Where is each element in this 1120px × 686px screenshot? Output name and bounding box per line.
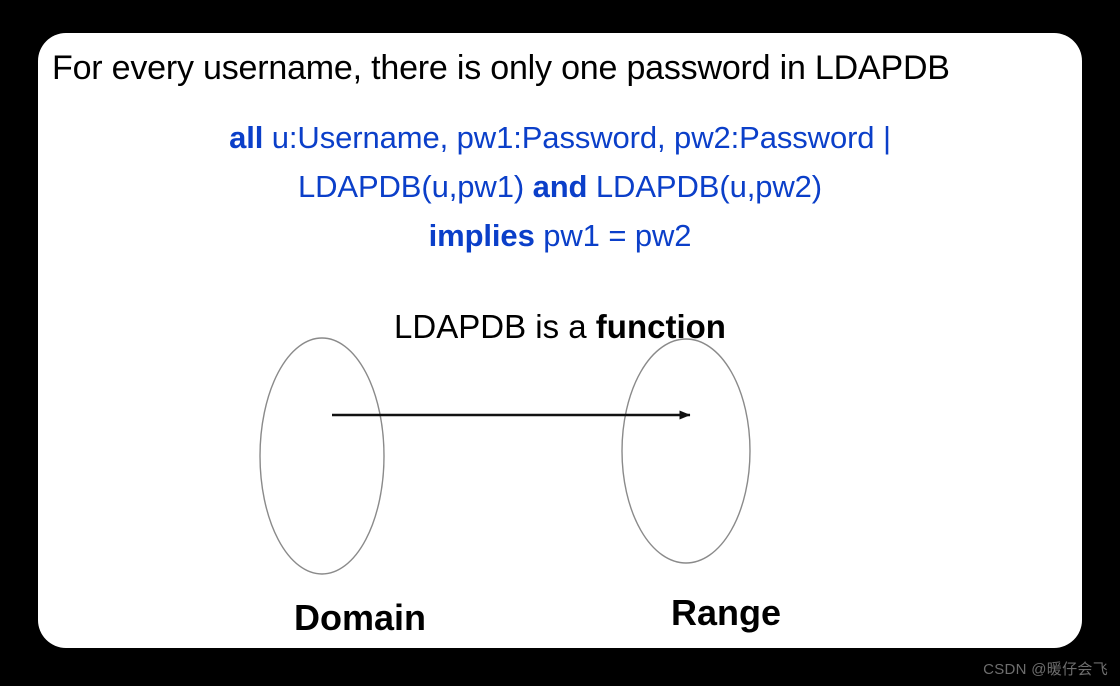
formula-line-3: implies pw1 = pw2	[38, 211, 1082, 260]
caption-prefix: LDAPDB is a	[394, 308, 596, 345]
keyword-implies: implies	[428, 218, 535, 253]
alloy-formula-block: all u:Username, pw1:Password, pw2:Passwo…	[38, 113, 1082, 260]
formula-line-3-rest: pw1 = pw2	[534, 218, 692, 253]
keyword-and: and	[532, 169, 588, 204]
csdn-watermark: CSDN @暖仔会飞	[983, 661, 1108, 678]
keyword-all: all	[229, 120, 264, 155]
range-ellipse	[621, 338, 751, 564]
formula-line-1: all u:Username, pw1:Password, pw2:Passwo…	[38, 113, 1082, 162]
range-label: Range	[670, 592, 782, 633]
slide-card: For every username, there is only one pa…	[38, 33, 1082, 648]
caption-emphasis: function	[595, 308, 726, 345]
domain-ellipse	[259, 337, 385, 575]
formula-line-1-rest: u:Username, pw1:Password, pw2:Password |	[263, 120, 891, 155]
formula-line-2: LDAPDB(u,pw1) and LDAPDB(u,pw2)	[38, 162, 1082, 211]
slide-title: For every username, there is only one pa…	[52, 49, 950, 87]
formula-line-2-prefix: LDAPDB(u,pw1)	[297, 169, 533, 204]
formula-line-2-suffix: LDAPDB(u,pw2)	[587, 169, 823, 204]
domain-label: Domain	[293, 597, 426, 638]
diagram-caption: LDAPDB is a function	[38, 305, 1082, 349]
